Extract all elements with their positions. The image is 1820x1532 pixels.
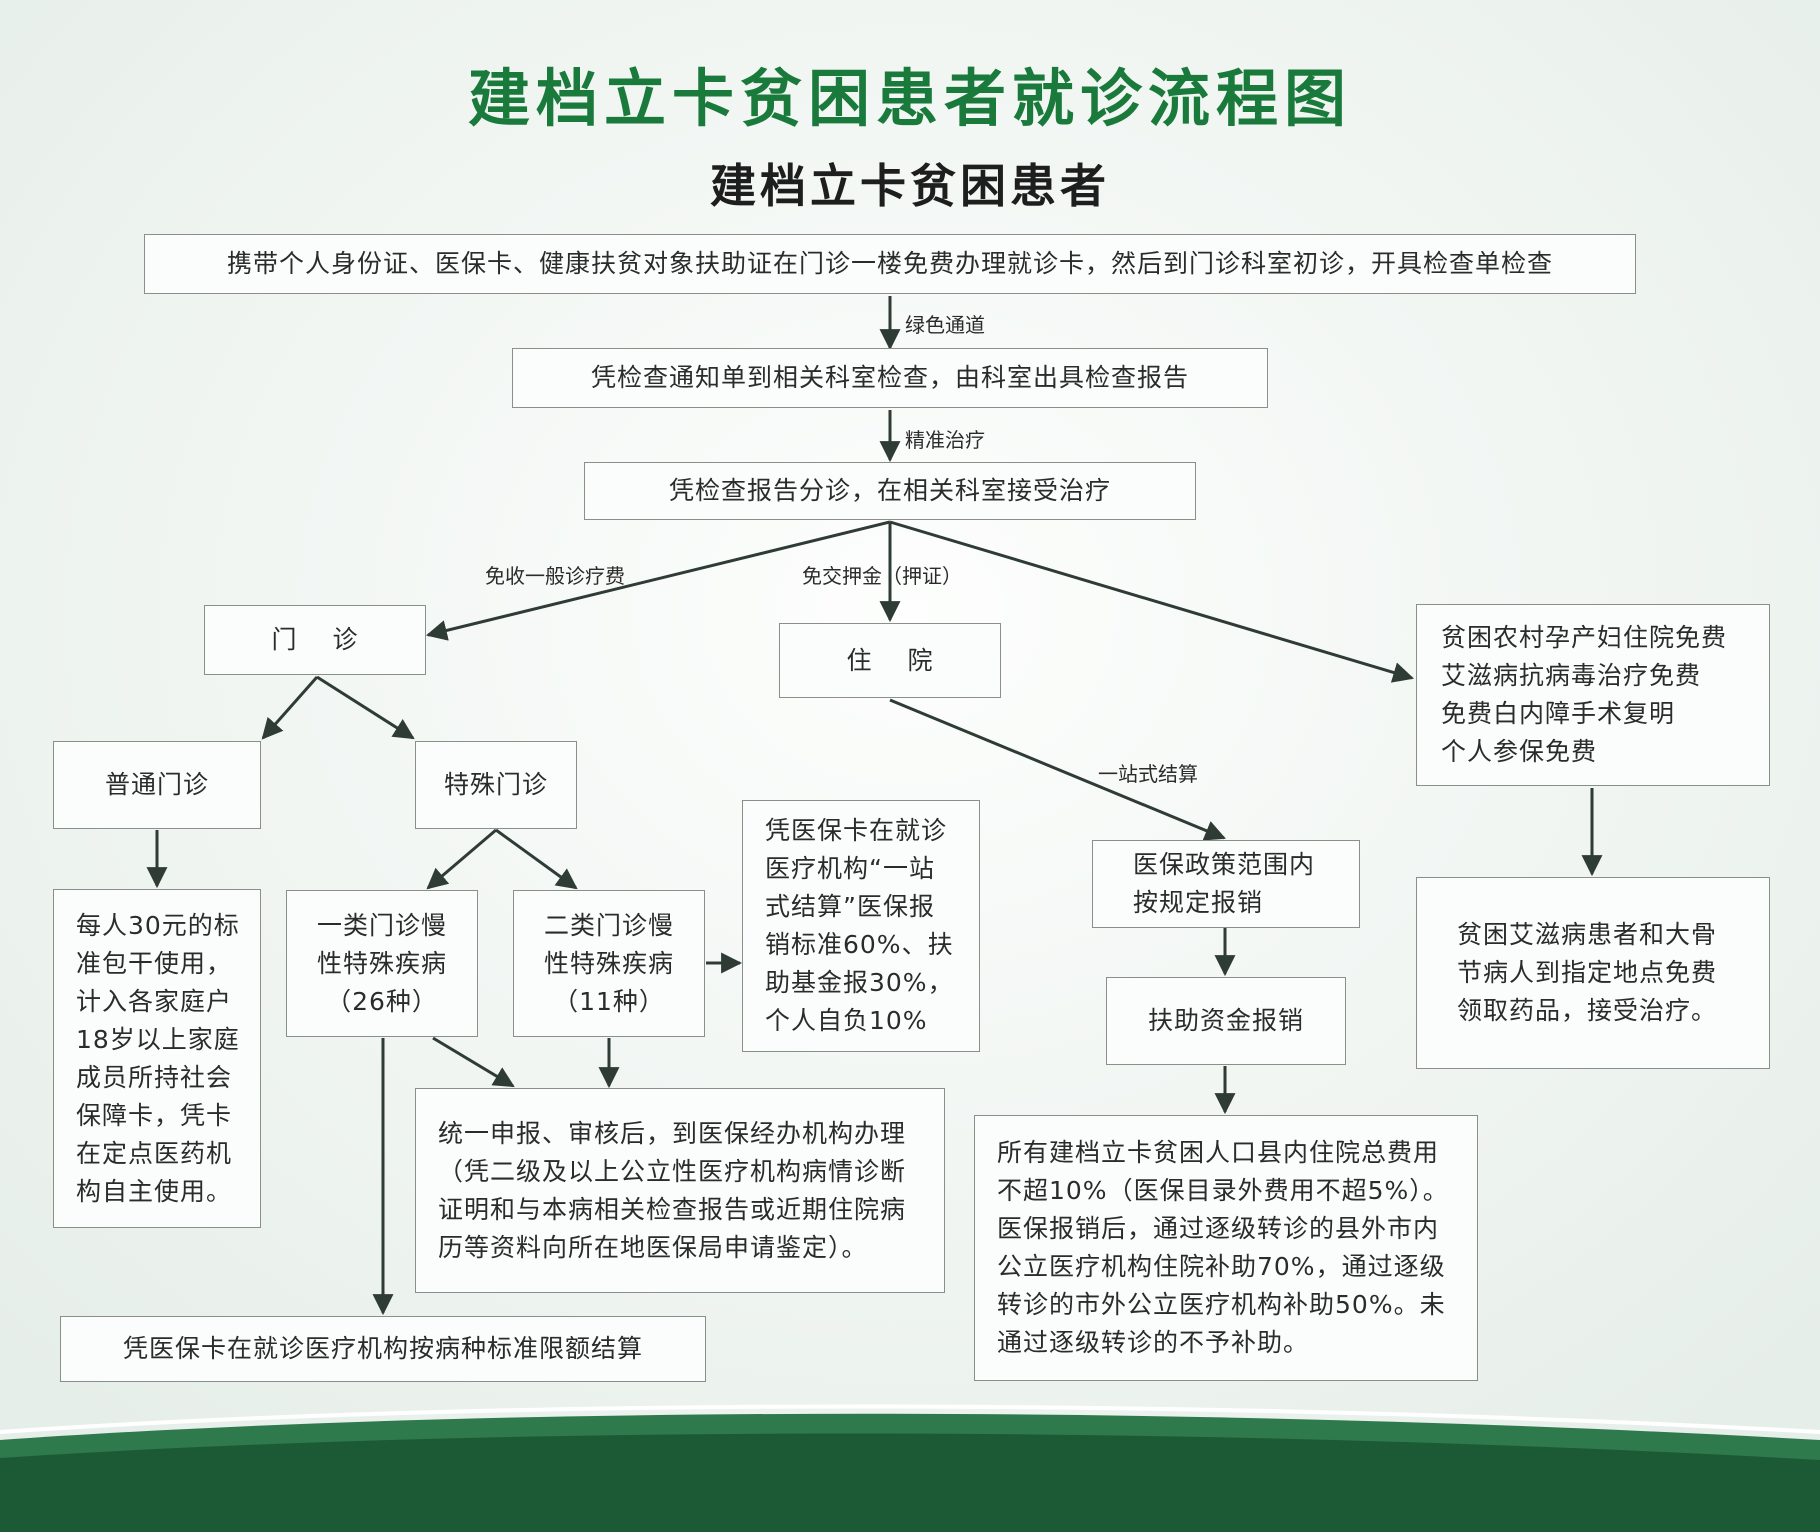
page-title: 建档立卡贫困患者就诊流程图 xyxy=(467,62,1352,135)
label-free-fee: 免收一般诊疗费 xyxy=(485,564,625,588)
node-step1: 携带个人身份证、医保卡、健康扶贫对象扶助证在门诊一楼免费办理就诊卡，然后到门诊科… xyxy=(144,234,1636,294)
node-class2: 二类门诊慢 性特殊疾病 （11种） xyxy=(513,890,705,1037)
node-free-drugs: 贫困艾滋病患者和大骨 节病人到指定地点免费 领取药品，接受治疗。 xyxy=(1416,877,1770,1069)
node-inpatient: 住 院 xyxy=(779,623,1001,698)
label-one-stop: 一站式结算 xyxy=(1098,762,1198,786)
arrow-inpatient-policy xyxy=(889,698,1226,841)
node-special-outpatient: 特殊门诊 xyxy=(415,741,577,829)
arrow-special-class1 xyxy=(426,828,497,890)
arrow-special-class2 xyxy=(495,828,578,890)
node-policy-reimb: 医保政策范围内 按规定报销 xyxy=(1092,840,1360,928)
arrow-outpatient-general xyxy=(261,676,319,740)
label-no-deposit: 免交押金（押证） xyxy=(802,564,962,588)
node-settle: 凭医保卡在就诊医疗机构按病种标准限额结算 xyxy=(60,1316,706,1382)
footer-wave-line xyxy=(0,1404,1820,1434)
node-step3: 凭检查报告分诊，在相关科室接受治疗 xyxy=(584,462,1196,520)
arrow-step3-outpatient xyxy=(425,520,891,641)
arrow-step3-free xyxy=(889,520,1415,683)
node-free-services: 贫困农村孕产妇住院免费 艾滋病抗病毒治疗免费 免费白内障手术复明 个人参保免费 xyxy=(1416,604,1770,786)
label-precise-treatment: 精准治疗 xyxy=(905,428,985,452)
node-unified-apply: 统一申报、审核后，到医保经办机构办理 （凭二级及以上公立性医疗机构病情诊断 证明… xyxy=(415,1088,945,1293)
node-general-desc: 每人30元的标 准包干使用， 计入各家庭户 18岁以上家庭 成员所持社会 保障卡… xyxy=(53,889,261,1228)
node-class1: 一类门诊慢 性特殊疾病 （26种） xyxy=(286,890,478,1037)
page-subtitle: 建档立卡贫困患者 xyxy=(710,159,1110,213)
node-fund-reimb: 扶助资金报销 xyxy=(1106,977,1346,1065)
node-outpatient: 门 诊 xyxy=(204,605,426,675)
node-hospital-cost: 所有建档立卡贫困人口县内住院总费用 不超10%（医保目录外费用不超5%）。 医保… xyxy=(974,1115,1478,1381)
node-general-outpatient: 普通门诊 xyxy=(53,741,261,829)
label-green-channel: 绿色通道 xyxy=(905,313,985,337)
node-class2-reimb: 凭医保卡在就诊 医疗机构“一站 式结算”医保报 销标准60%、扶 助基金报30%… xyxy=(742,800,980,1052)
footer-wave-dark xyxy=(0,1433,1820,1532)
arrow-class1-unified xyxy=(432,1036,515,1088)
node-step2: 凭检查通知单到相关科室检查，由科室出具检查报告 xyxy=(512,348,1268,408)
arrow-outpatient-special xyxy=(316,675,415,740)
